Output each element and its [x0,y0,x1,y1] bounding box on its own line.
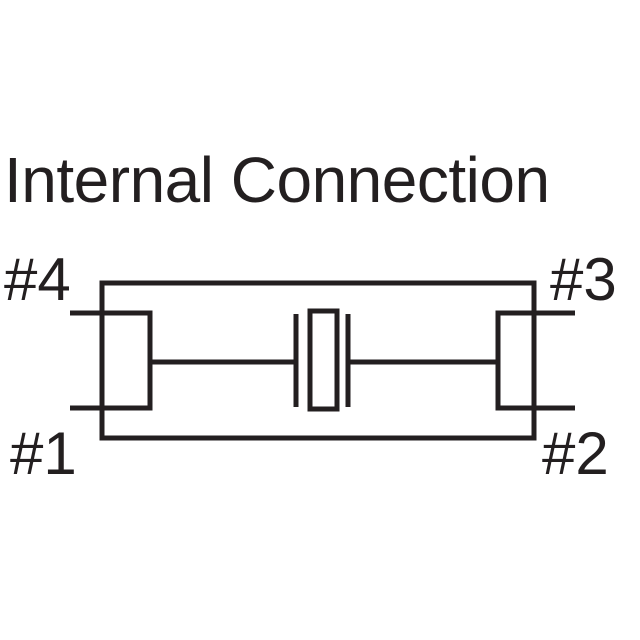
pin-4-label: #4 [4,246,71,313]
pin-1-label: #1 [10,420,77,487]
diagram-title: Internal Connection [4,144,550,216]
pin-2-label: #2 [542,420,609,487]
left-electrode-bracket [70,310,153,411]
pin-3-label: #3 [550,246,617,313]
crystal-element [307,308,340,412]
package-outline [99,280,537,441]
